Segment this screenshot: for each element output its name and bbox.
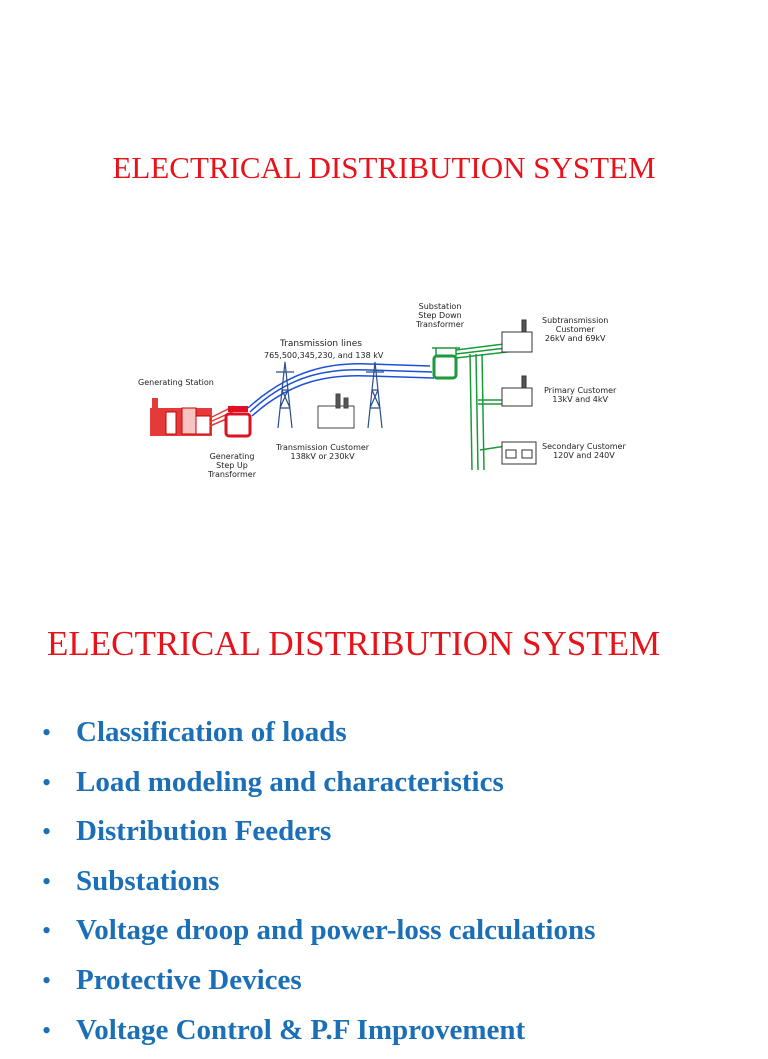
- distribution-diagram-graphic: [150, 319, 537, 471]
- slide-2-title: ELECTRICAL DISTRIBUTION SYSTEM: [47, 624, 661, 663]
- label-secondary-customer: Secondary Customer 120V and 240V: [542, 442, 626, 460]
- list-item: •Distribution Feeders: [42, 811, 595, 861]
- slide-1-title: ELECTRICAL DISTRIBUTION SYSTEM: [112, 150, 656, 185]
- label-primary-customer: Primary Customer 13kV and 4kV: [544, 386, 617, 404]
- primary-customer-icon: [501, 375, 533, 407]
- label-step-up: Generating Step Up Transformer: [208, 452, 257, 479]
- list-item: •Voltage droop and power-loss calculatio…: [42, 910, 595, 960]
- step-up-transformer-icon: [224, 406, 252, 438]
- topic-list: •Classification of loads •Load modeling …: [42, 712, 595, 1059]
- bullet-icon: •: [42, 767, 52, 797]
- label-transmission-customer: Transmission Customer 138kV or 230kV: [276, 443, 370, 461]
- list-item: •Load modeling and characteristics: [42, 762, 595, 812]
- generating-station-icon: [150, 398, 212, 436]
- label-generating-station: Generating Station: [138, 378, 214, 387]
- list-item: •Classification of loads: [42, 712, 595, 762]
- substation-transformer-icon: [432, 347, 460, 380]
- distribution-diagram: Generating Station Generating Step Up Tr…: [130, 290, 650, 490]
- label-transmission-lines: Transmission lines: [280, 339, 362, 349]
- bullet-icon: •: [42, 965, 52, 995]
- bullet-icon: •: [42, 866, 52, 896]
- list-item: •Substations: [42, 861, 595, 911]
- bullet-icon: •: [42, 718, 52, 747]
- slide-2: ELECTRICAL DISTRIBUTION SYSTEM •Classifi…: [0, 560, 768, 1046]
- tower-icon-1: [276, 361, 294, 429]
- list-item: •Voltage Control & P.F Improvement: [42, 1010, 595, 1059]
- tower-icon-2: [366, 361, 384, 429]
- bullet-icon: •: [42, 817, 52, 847]
- bullet-icon: •: [42, 916, 52, 946]
- list-item: •Protective Devices: [42, 960, 595, 1010]
- label-voltages: 765,500,345,230, and 138 kV: [264, 351, 384, 360]
- label-subtransmission-customer: Subtransmission Customer 26kV and 69kV: [542, 316, 609, 343]
- label-substation: Substation Step Down Transformer: [416, 302, 465, 329]
- secondary-customer-icon: [501, 441, 537, 465]
- subtransmission-customer-icon: [501, 319, 533, 353]
- slide-1: ELECTRICAL DISTRIBUTION SYSTEM: [112, 150, 656, 490]
- bullet-icon: •: [42, 1015, 52, 1045]
- transmission-customer-icon: [317, 393, 355, 429]
